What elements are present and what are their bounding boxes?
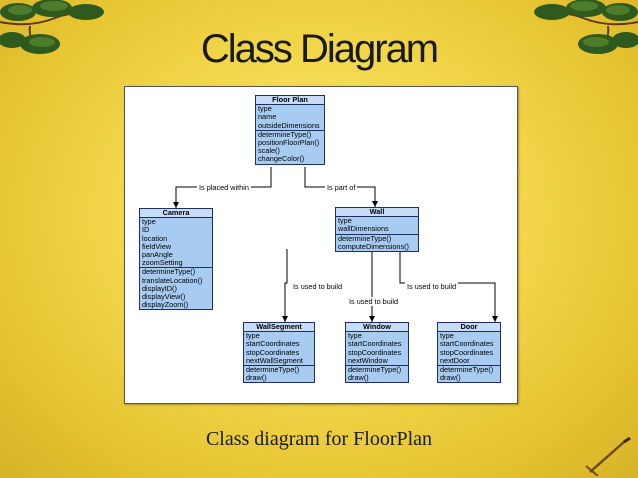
class-attribute: wallDimensions [338, 224, 389, 234]
class-attribute: startCoordinates [246, 339, 300, 349]
sword-icon [585, 436, 631, 476]
relation-label-part-of: Is part of [325, 183, 358, 192]
relation-label-used-to-build-window: Is used to build [347, 297, 401, 306]
arrowhead-window [369, 316, 375, 322]
class-methods: determineType() positionFloorPlan() scal… [256, 129, 324, 164]
class-method: scale() [258, 146, 280, 156]
class-method: determineType() [246, 365, 300, 375]
class-method: displayView() [142, 292, 186, 302]
class-attributes: type startCoordinates stopCoordinates ne… [244, 331, 314, 365]
class-attribute: nextWindow [348, 355, 388, 365]
class-name: Door [438, 322, 500, 333]
class-attribute: startCoordinates [348, 339, 402, 349]
class-methods: determineType() draw() [244, 365, 314, 382]
relation-label-used-to-build-door: Is used to build [405, 282, 459, 291]
class-box-camera: Camera type ID location fieldView panAng… [139, 208, 213, 311]
class-attributes: type name outsideDimensions [256, 104, 324, 130]
class-box-window: Window type startCoordinates stopCoordin… [345, 322, 409, 384]
class-box-wall: Wall type wallDimensions determineType()… [335, 207, 419, 253]
class-box-door: Door type startCoordinates stopCoordinat… [437, 322, 501, 384]
class-attribute: zoomSetting [142, 258, 183, 268]
class-attribute: startCoordinates [440, 339, 494, 349]
class-attribute: stopCoordinates [246, 347, 300, 357]
class-methods: determineType() draw() [346, 365, 408, 382]
class-attribute: type [258, 104, 272, 114]
class-methods: determineType() translateLocation() disp… [140, 267, 212, 309]
relation-line-segment [284, 249, 288, 322]
class-method: displayZoom() [142, 300, 189, 310]
class-attributes: type wallDimensions [336, 216, 418, 234]
class-name: Floor Plan [256, 95, 324, 106]
class-attributes: type startCoordinates stopCoordinates ne… [438, 331, 500, 365]
class-attribute: stopCoordinates [348, 347, 402, 357]
arrowhead-door [492, 316, 498, 322]
relation-label-placed-within: Is placed within [197, 183, 251, 192]
pine-branch-icon [0, 0, 104, 54]
class-methods: determineType() draw() [438, 365, 500, 382]
class-methods: determineType() computeDimensions() [336, 233, 418, 251]
class-method: changeColor() [258, 154, 305, 164]
class-attribute: type [246, 331, 260, 341]
class-method: determineType() [338, 233, 392, 243]
class-attribute: type [348, 331, 362, 341]
class-method: translateLocation() [142, 275, 203, 285]
diagram-frame: Is placed within Is part of Is used to b… [124, 86, 518, 404]
class-method: computeDimensions() [338, 241, 409, 251]
class-method: draw() [246, 373, 267, 383]
class-method: determineType() [348, 365, 402, 375]
class-method: displayID() [142, 283, 177, 293]
class-attribute: fieldView [142, 241, 172, 251]
arrowhead-segment [282, 316, 288, 322]
class-box-floorplan: Floor Plan type name outsideDimensions d… [255, 95, 325, 165]
class-method: determineType() [440, 365, 494, 375]
arrowhead-camera [173, 202, 179, 208]
slide-title: Class Diagram [200, 27, 439, 71]
class-name: Wall [336, 207, 418, 218]
class-method: positionFloorPlan() [258, 138, 320, 148]
class-method: determineType() [258, 129, 312, 139]
class-attribute: location [142, 233, 168, 243]
pine-branch-icon [534, 0, 638, 54]
class-attribute: name [258, 112, 277, 122]
class-attribute: outsideDimensions [258, 120, 320, 130]
class-attribute: nextDoor [440, 355, 470, 365]
class-attribute: type [142, 217, 156, 227]
class-method: determineType() [142, 267, 196, 277]
class-attributes: type ID location fieldView panAngle zoom… [140, 217, 212, 268]
class-box-wallsegment: WallSegment type startCoordinates stopCo… [243, 322, 315, 384]
class-method: draw() [440, 373, 461, 383]
class-attribute: type [338, 216, 352, 226]
class-name: Window [346, 322, 408, 333]
class-attributes: type startCoordinates stopCoordinates ne… [346, 331, 408, 365]
slide-caption: Class diagram for FloorPlan [205, 428, 433, 450]
arrowhead-wall [372, 201, 378, 207]
class-attribute: ID [142, 225, 150, 235]
class-attribute: type [440, 331, 454, 341]
class-attribute: nextWallSegment [246, 355, 303, 365]
class-name: WallSegment [244, 322, 314, 333]
relation-label-used-to-build-segment: Is used to build [291, 282, 345, 291]
class-method: draw() [348, 373, 369, 383]
class-name: Camera [140, 208, 212, 219]
class-attribute: panAngle [142, 250, 173, 260]
class-attribute: stopCoordinates [440, 347, 494, 357]
